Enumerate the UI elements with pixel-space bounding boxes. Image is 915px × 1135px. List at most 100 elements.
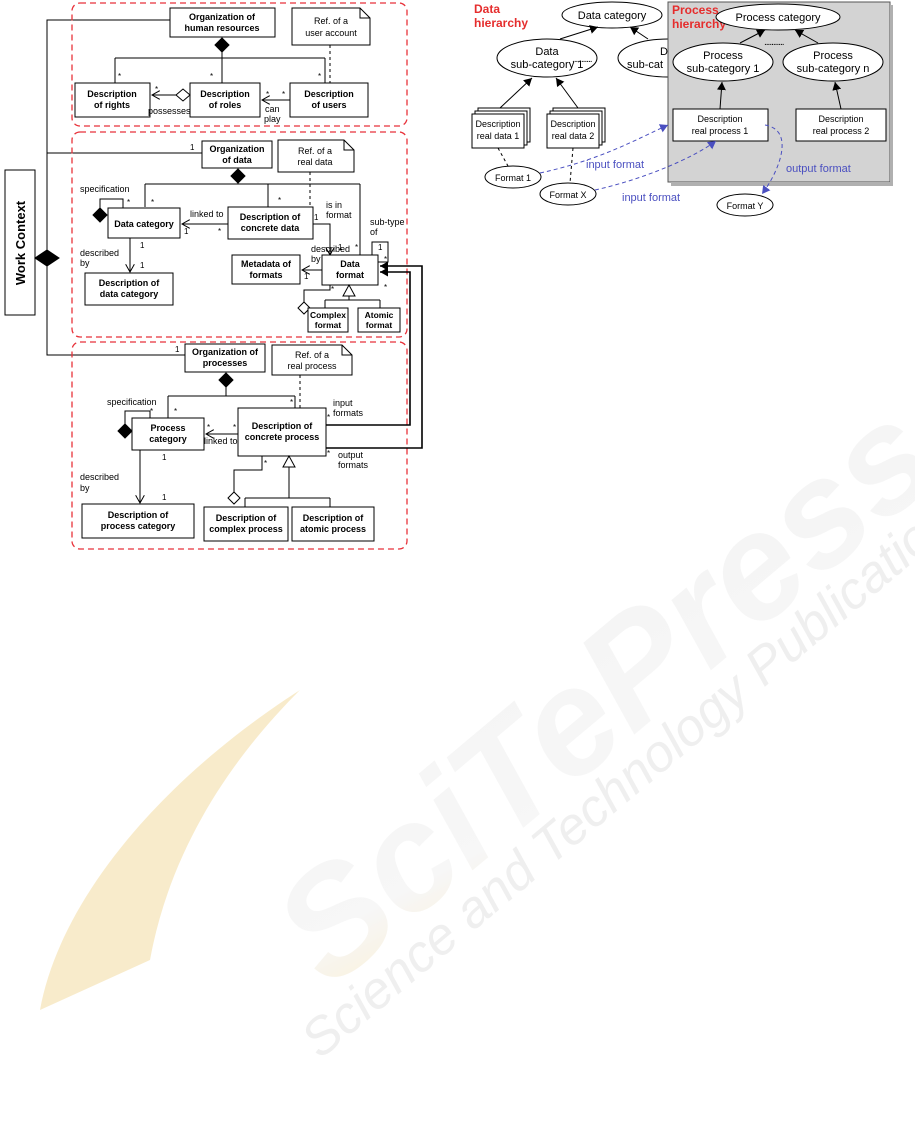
hr-section-frame: [71, 2, 408, 127]
real-proc1-box: [672, 108, 769, 142]
proc-output-formats-edge: [326, 261, 423, 449]
data-sub1-l1: Data: [535, 46, 559, 58]
data-spec-loop: [99, 198, 124, 208]
data-org-box: [201, 140, 273, 169]
proc-linked-to-label: linked to: [204, 436, 238, 446]
data-category-node: Data category: [578, 10, 647, 22]
proc-mult-wc: 1: [175, 345, 180, 354]
proc-output-l2: formats: [338, 460, 369, 470]
proc-note: Ref. of a real process: [271, 344, 353, 376]
proc-sub1-ellipse: [672, 42, 774, 82]
data-format-aggregation-line: [303, 285, 331, 302]
real-proc2-l2: real process 2: [813, 126, 870, 136]
proc-mult-2: *: [174, 407, 177, 416]
hr-rights-l1: Description: [87, 89, 137, 99]
hr-mult-roles: *: [210, 72, 213, 81]
proc-concrete-box: [237, 407, 327, 457]
process-panel-shadow-side: [890, 5, 893, 185]
proc-desc-cat-l1: Description of: [108, 510, 170, 520]
data-atomic-l2: format: [366, 320, 393, 330]
data-mult-7: 1: [140, 241, 145, 250]
data-tree-lines: [144, 183, 361, 255]
proc-specification-label: specification: [107, 397, 157, 407]
real-proc2-to-subn-edge: [832, 81, 842, 110]
proc-note-l2: real process: [287, 361, 337, 371]
data-mult-16: *: [384, 283, 387, 292]
real-proc1-l1: Description: [697, 114, 742, 124]
data-spec-diamond-icon: [92, 207, 108, 223]
format1-node: Format 1: [495, 173, 531, 183]
proc-mult-10: *: [264, 459, 267, 468]
work-context-box: Work Context: [4, 169, 36, 316]
proc-subn-l1: Process: [813, 50, 853, 62]
proc-note-l1: Ref. of a: [295, 350, 329, 360]
hr-users-l2: of users: [311, 100, 346, 110]
data-subtype-l1: sub-type: [370, 217, 405, 227]
data-described-by-l2: by: [80, 258, 90, 268]
data-subn-to-category-edge: [629, 26, 649, 40]
data-complex-l1: Complex: [310, 310, 346, 320]
proc-aggregation-line: [233, 456, 263, 492]
left-uml-diagram: Work Context Organization of human resou…: [4, 2, 423, 550]
real-data1-format1-link: [497, 147, 509, 167]
data-sub1-l2: sub-category 1: [511, 59, 584, 71]
work-context-composition-diamond-icon: [34, 249, 60, 267]
data-dots: ...........: [572, 54, 592, 65]
data-sub1-to-category-edge: [559, 25, 599, 40]
hr-roles-box: [189, 82, 261, 118]
data-note-l2: real data: [297, 157, 332, 167]
proc-complex-l1: Description of: [216, 513, 278, 523]
data-mult-10: *: [355, 243, 358, 252]
hr-mult-users: *: [318, 72, 321, 81]
real-data2-l1: Description: [550, 119, 595, 129]
proc-mult-7: *: [327, 449, 330, 458]
formaty-ellipse: [716, 193, 774, 217]
data-mult-5: *: [218, 227, 221, 236]
format1-ellipse: [484, 165, 542, 189]
process-section-frame: [71, 341, 408, 550]
hr-users-l1: Description: [304, 89, 354, 99]
real-proc2-box: [795, 108, 887, 142]
data-composition-diamond-icon: [230, 168, 246, 184]
proc-mult-4: *: [207, 423, 210, 432]
output-format-label: output format: [786, 163, 851, 175]
data-atomic-l1: Atomic: [365, 310, 394, 320]
proc-generalization-triangle-icon: [282, 454, 296, 468]
data-specification-label: specification: [80, 184, 130, 194]
proc-aggregation-diamond-icon: [227, 491, 241, 505]
proc-atomic-l2: atomic process: [300, 524, 366, 534]
formatx-node: Format X: [549, 190, 586, 200]
hr-aggregation-diamond-icon: [175, 88, 191, 102]
data-metadata-l1: Metadata of: [241, 259, 292, 269]
right-hierarchy-diagram: Data hierarchy Data category Data sub-ca…: [471, 1, 893, 217]
hr-can-play-l2: play: [264, 114, 281, 124]
proc-subn-ellipse: [782, 42, 884, 82]
data-concrete-l1: Description of: [240, 212, 302, 222]
data-mult-12: *: [384, 255, 387, 264]
data-format-l2: format: [336, 270, 364, 280]
hr-tree-lines: [114, 52, 326, 83]
connector-wc-data: [46, 152, 202, 250]
data-format-described-by-l1: described: [311, 244, 350, 254]
hr-roles-l2: of roles: [209, 100, 242, 110]
proc-input-formats-edge: [326, 267, 411, 426]
data-mult-11: 1: [378, 243, 383, 252]
proc-cat-l1: Process: [150, 423, 185, 433]
real-data2-l2: real data 2: [552, 131, 595, 141]
real-data1-l2: real data 1: [477, 131, 520, 141]
hr-note-l1: Ref. of a: [314, 16, 348, 26]
process-panel-shadow: [671, 182, 893, 186]
data-sub1-ellipse: [496, 38, 598, 78]
real-data1-l1: Description: [475, 119, 520, 129]
real-data1-to-sub1-edge: [499, 77, 533, 109]
proc-composition-diamond-icon: [218, 372, 234, 388]
proc-spec-diamond-icon: [117, 423, 133, 439]
proc-desc-category-box: [81, 503, 195, 539]
data-format-l1: Data: [340, 259, 361, 269]
data-generalization-lines: [324, 296, 381, 308]
proc-cat-l2: category: [149, 434, 187, 444]
formaty-node: Format Y: [727, 201, 764, 211]
data-hierarchy-l2: hierarchy: [474, 16, 528, 30]
data-category-box: [107, 207, 181, 239]
data-category-label: Data category: [114, 219, 174, 229]
